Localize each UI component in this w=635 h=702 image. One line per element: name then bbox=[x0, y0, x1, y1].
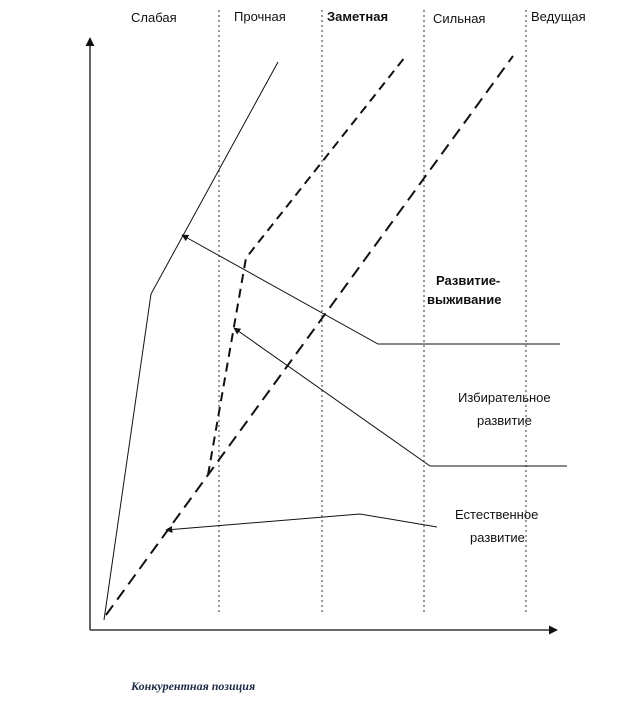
natural-pointer bbox=[165, 513, 438, 533]
zone-label-leading: Ведущая bbox=[531, 9, 586, 24]
annotation-natural-line2: развитие bbox=[470, 530, 525, 545]
zone-label-noticeable: Заметная bbox=[327, 9, 388, 24]
natural-curve bbox=[105, 55, 514, 616]
zone-label-weak: Слабая bbox=[131, 10, 177, 25]
selective-pointer bbox=[233, 327, 567, 467]
annotation-survival-line2: выживание bbox=[427, 292, 501, 307]
annotation-natural-line1: Естественное bbox=[455, 507, 538, 522]
zone-label-powerful: Сильная bbox=[433, 11, 485, 26]
selective-curve bbox=[207, 56, 406, 476]
zone-label-strong-position: Прочная bbox=[234, 9, 286, 24]
survival-curve bbox=[103, 61, 279, 621]
survival-pointer bbox=[181, 234, 560, 345]
x-axis-title: Конкурентная позиция bbox=[130, 679, 255, 693]
annotation-selective-line2: развитие bbox=[477, 413, 532, 428]
annotation-survival-line1: Развитие- bbox=[436, 273, 500, 288]
annotation-selective-line1: Избирательное bbox=[458, 390, 551, 405]
